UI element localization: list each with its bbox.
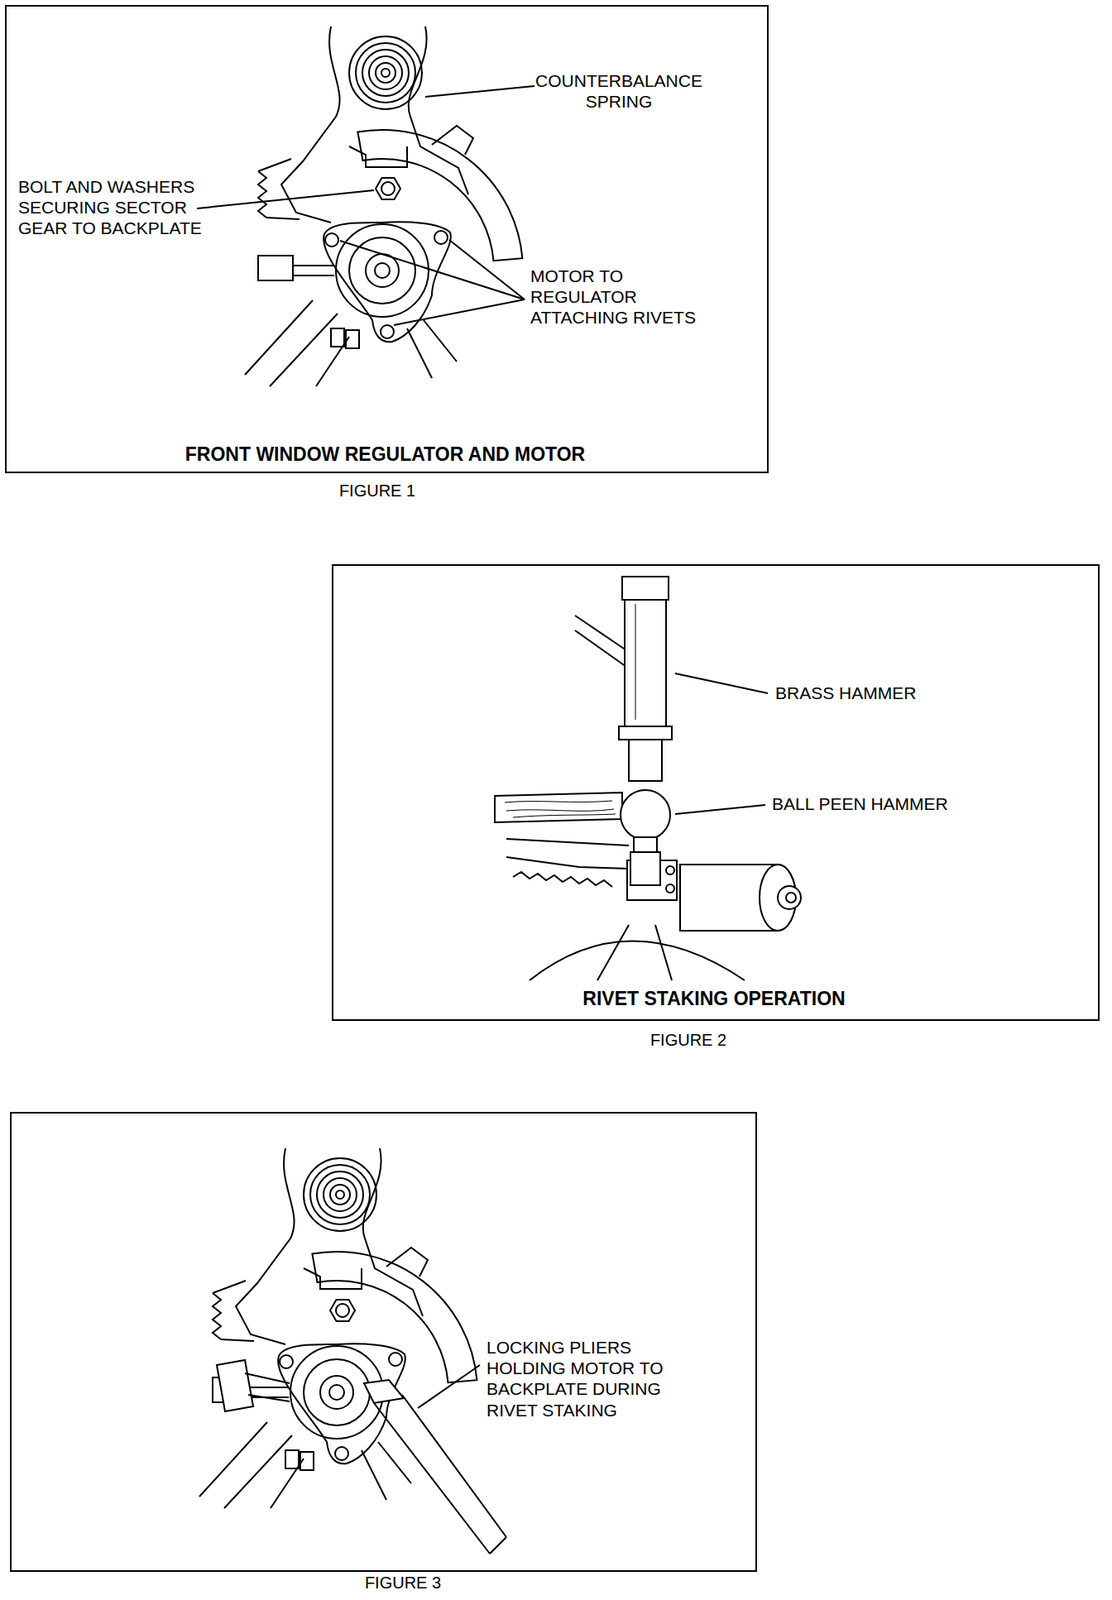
callout-label: BOLT AND WASHERS SECURING SECTOR GEAR TO…	[18, 177, 226, 239]
callout-label: MOTOR TO REGULATOR ATTACHING RIVETS	[530, 266, 721, 328]
figure-number: FIGURE 3	[320, 1573, 486, 1594]
figure-caption: FRONT WINDOW REGULATOR AND MOTOR	[6, 443, 764, 467]
callout-label: LOCKING PLIERS HOLDING MOTOR TO BACKPLAT…	[486, 1337, 694, 1421]
figure-number: FIGURE 1	[294, 481, 461, 502]
figure-number: FIGURE 2	[605, 1030, 772, 1051]
callout-label: BRASS HAMMER	[775, 683, 974, 705]
figure-frame: LOCKING PLIERS HOLDING MOTOR TO BACKPLAT…	[9, 1112, 758, 1573]
callout-label: BALL PEEN HAMMER	[771, 794, 1012, 815]
figure-frame: RIVET STAKING OPERATION	[331, 564, 1100, 1021]
figure-caption: RIVET STAKING OPERATION	[333, 987, 1095, 1012]
callout-label: COUNTERBALANCE SPRING	[519, 71, 719, 113]
